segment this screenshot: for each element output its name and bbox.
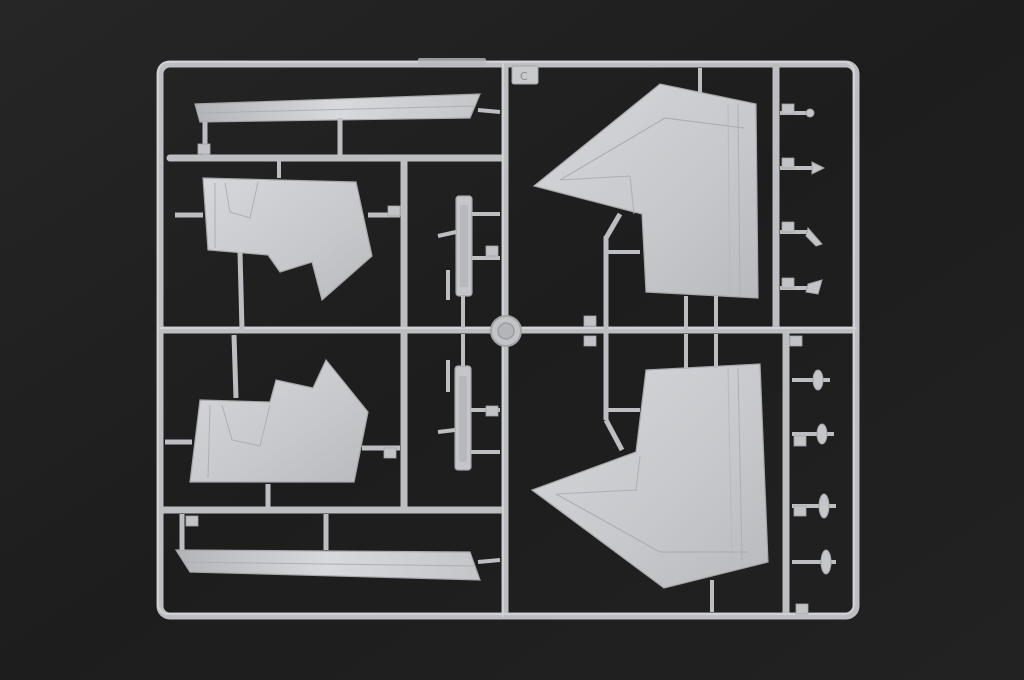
sprue-center-hub <box>490 315 522 347</box>
long-strip-part-bottom <box>174 514 501 581</box>
engraved-label-strip <box>418 58 486 66</box>
small-parts-column-lower <box>792 369 836 575</box>
part-number-tabs <box>185 103 809 615</box>
gear-leg-upper <box>437 195 500 328</box>
tail-fin-lower-right <box>530 334 769 612</box>
sprue-letter-tab: C <box>511 65 539 85</box>
sprue-frame <box>156 60 860 620</box>
gear-leg-lower <box>437 334 500 471</box>
tail-fin-upper-right <box>532 68 759 420</box>
wing-panel-upper-left <box>175 158 400 331</box>
wing-panel-lower-left <box>165 334 400 508</box>
sprue-letter: C <box>520 70 529 83</box>
